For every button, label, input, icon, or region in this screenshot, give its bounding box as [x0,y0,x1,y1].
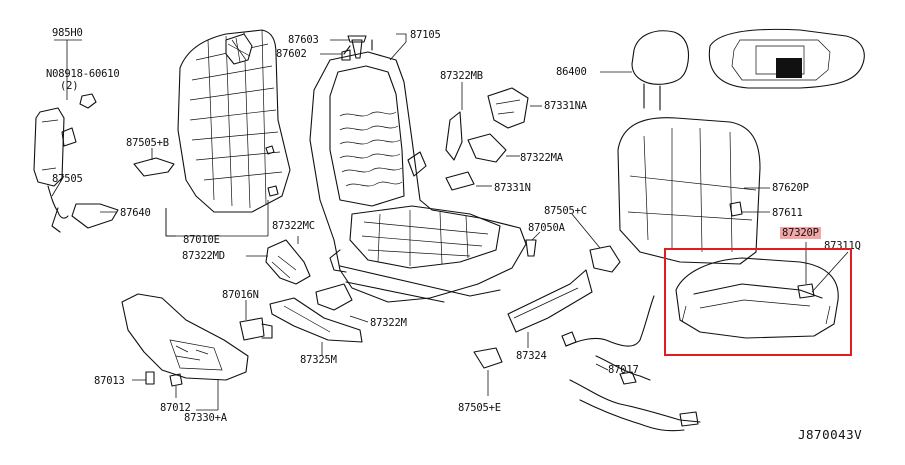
finisher-87330a-drawing [121,293,249,411]
label-87017: 87017 [608,364,639,376]
cover-87505c-drawing [571,213,621,273]
label-87320p-highlighted: 87320P [780,227,821,239]
label-87012: 87012 [160,402,191,414]
label-87322mb: 87322MB [440,70,483,82]
seat-frame-drawing [309,39,527,303]
label-87505e: 87505+E [458,402,501,414]
label-87505: 87505 [52,173,83,185]
label-87331n: 87331N [494,182,531,194]
label-87010e: 87010E [183,234,220,246]
label-87322m: 87322M [370,317,407,329]
label-87620p: 87620P [772,182,809,194]
label-87505b: 87505+B [126,137,169,149]
label-86400: 86400 [556,66,587,78]
cover-87505-drawing [71,203,119,229]
label-87322ma: 87322MA [520,152,563,164]
label-87013: 87013 [94,375,125,387]
bolts-drawing [320,33,407,61]
cover-87505e-drawing [473,347,503,396]
label-87050a: 87050A [528,222,565,234]
label-985h0: 985H0 [52,27,83,39]
label-87330a: 87330+A [184,412,227,424]
seatback-pad-drawing [177,29,291,213]
label-87324: 87324 [516,350,547,362]
label-87505c: 87505+C [544,205,587,217]
harness-87017-drawing [561,295,701,432]
label-87611: 87611 [772,207,803,219]
car-inset-drawing [708,28,865,89]
label-08918-60610: N08918-60610 [46,68,120,80]
car-seat-marker [776,58,802,78]
cover-87331n-drawing [445,171,492,191]
seat-cushion-drawing [675,242,849,339]
label-87322mc: 87322MC [272,220,315,232]
label-87016n: 87016N [222,289,259,301]
trim-87322ma-drawing [467,133,520,163]
trim-87322mc-md-drawing [246,236,311,285]
finisher-87324-drawing [507,269,593,348]
airbag-module-drawing [33,93,97,233]
bolt-87050a-drawing [525,231,541,257]
highlight-box [664,248,852,356]
label-87325m: 87325M [300,354,337,366]
label-87640: 87640 [120,207,151,219]
cover-87505b-drawing [133,157,175,177]
trim-87331na-drawing [487,87,542,129]
label-87603: 87603 [288,34,319,46]
label-qty: (2) [60,80,79,92]
label-87322md: 87322MD [182,250,225,262]
switch-87016n-drawing [239,300,273,341]
bracket-87010e [165,200,269,237]
headrest-86400-drawing [600,30,690,111]
label-87331na: 87331NA [544,100,587,112]
cover-87322m-drawing [315,283,369,323]
label-87602: 87602 [276,48,307,60]
cover-87325m-drawing [269,297,363,356]
seatback-trim-drawing [617,117,770,265]
trim-87322mb-drawing [445,82,463,161]
diagram-code: J870043V [798,427,863,442]
label-87105: 87105 [410,29,441,41]
